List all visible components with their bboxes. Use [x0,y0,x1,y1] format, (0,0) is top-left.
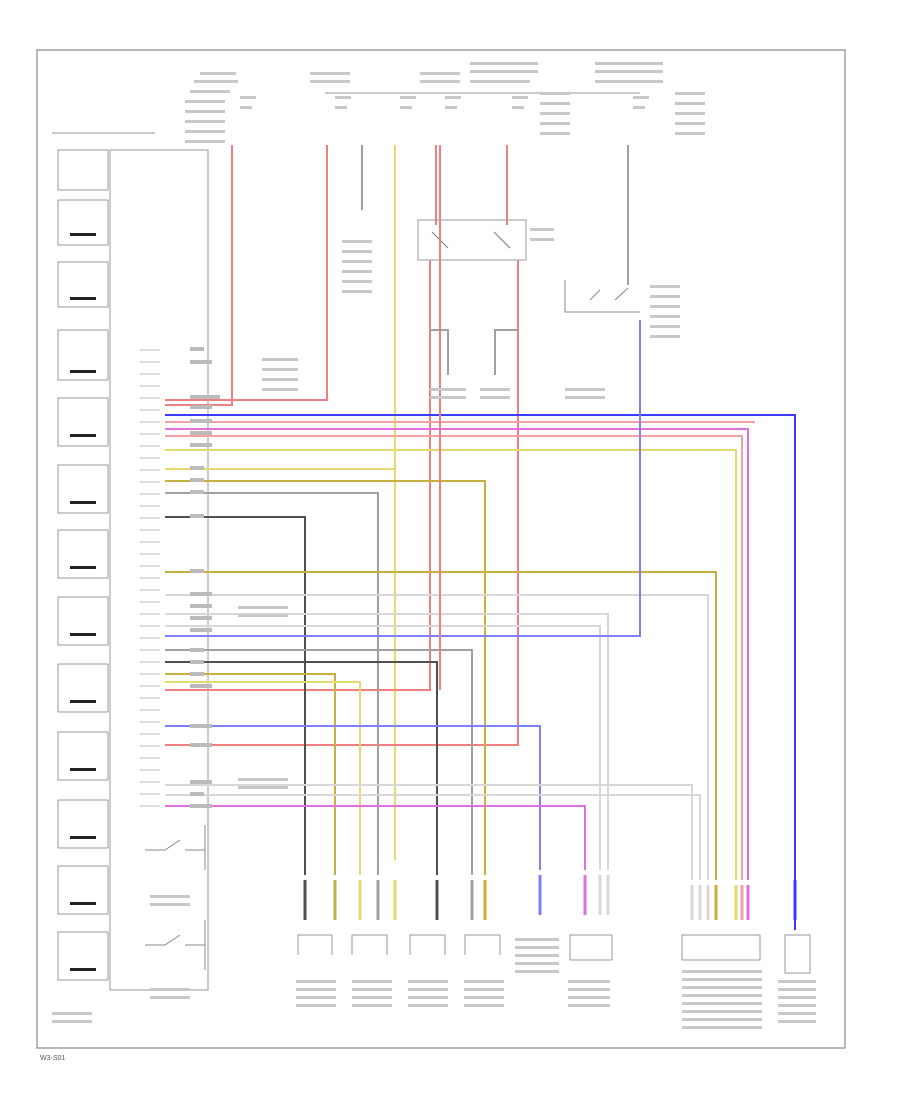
wire-label-stubs [190,347,220,808]
steering-switch [564,280,640,313]
diagram-frame [36,49,846,1049]
fuse-label-blocks [240,96,649,109]
harness-wires [165,145,796,930]
bottom-label-blocks [52,938,816,1029]
connector-dark-markers [70,233,96,971]
bottom-components [297,934,811,974]
connector-blocks [57,149,109,981]
relay-box [417,219,527,261]
top-label-blocks [185,62,705,143]
relay-contacts [431,231,511,249]
footer-code: W3-S01 [40,1055,65,1062]
mid-label-blocks [238,228,680,789]
bottom-connector-stubs [303,875,797,920]
pin-ticks [140,349,160,807]
fuse-feed-wires [165,145,629,860]
left-switch-labels [150,895,190,999]
left-switches [145,825,206,970]
relay-output-wires [165,260,519,746]
